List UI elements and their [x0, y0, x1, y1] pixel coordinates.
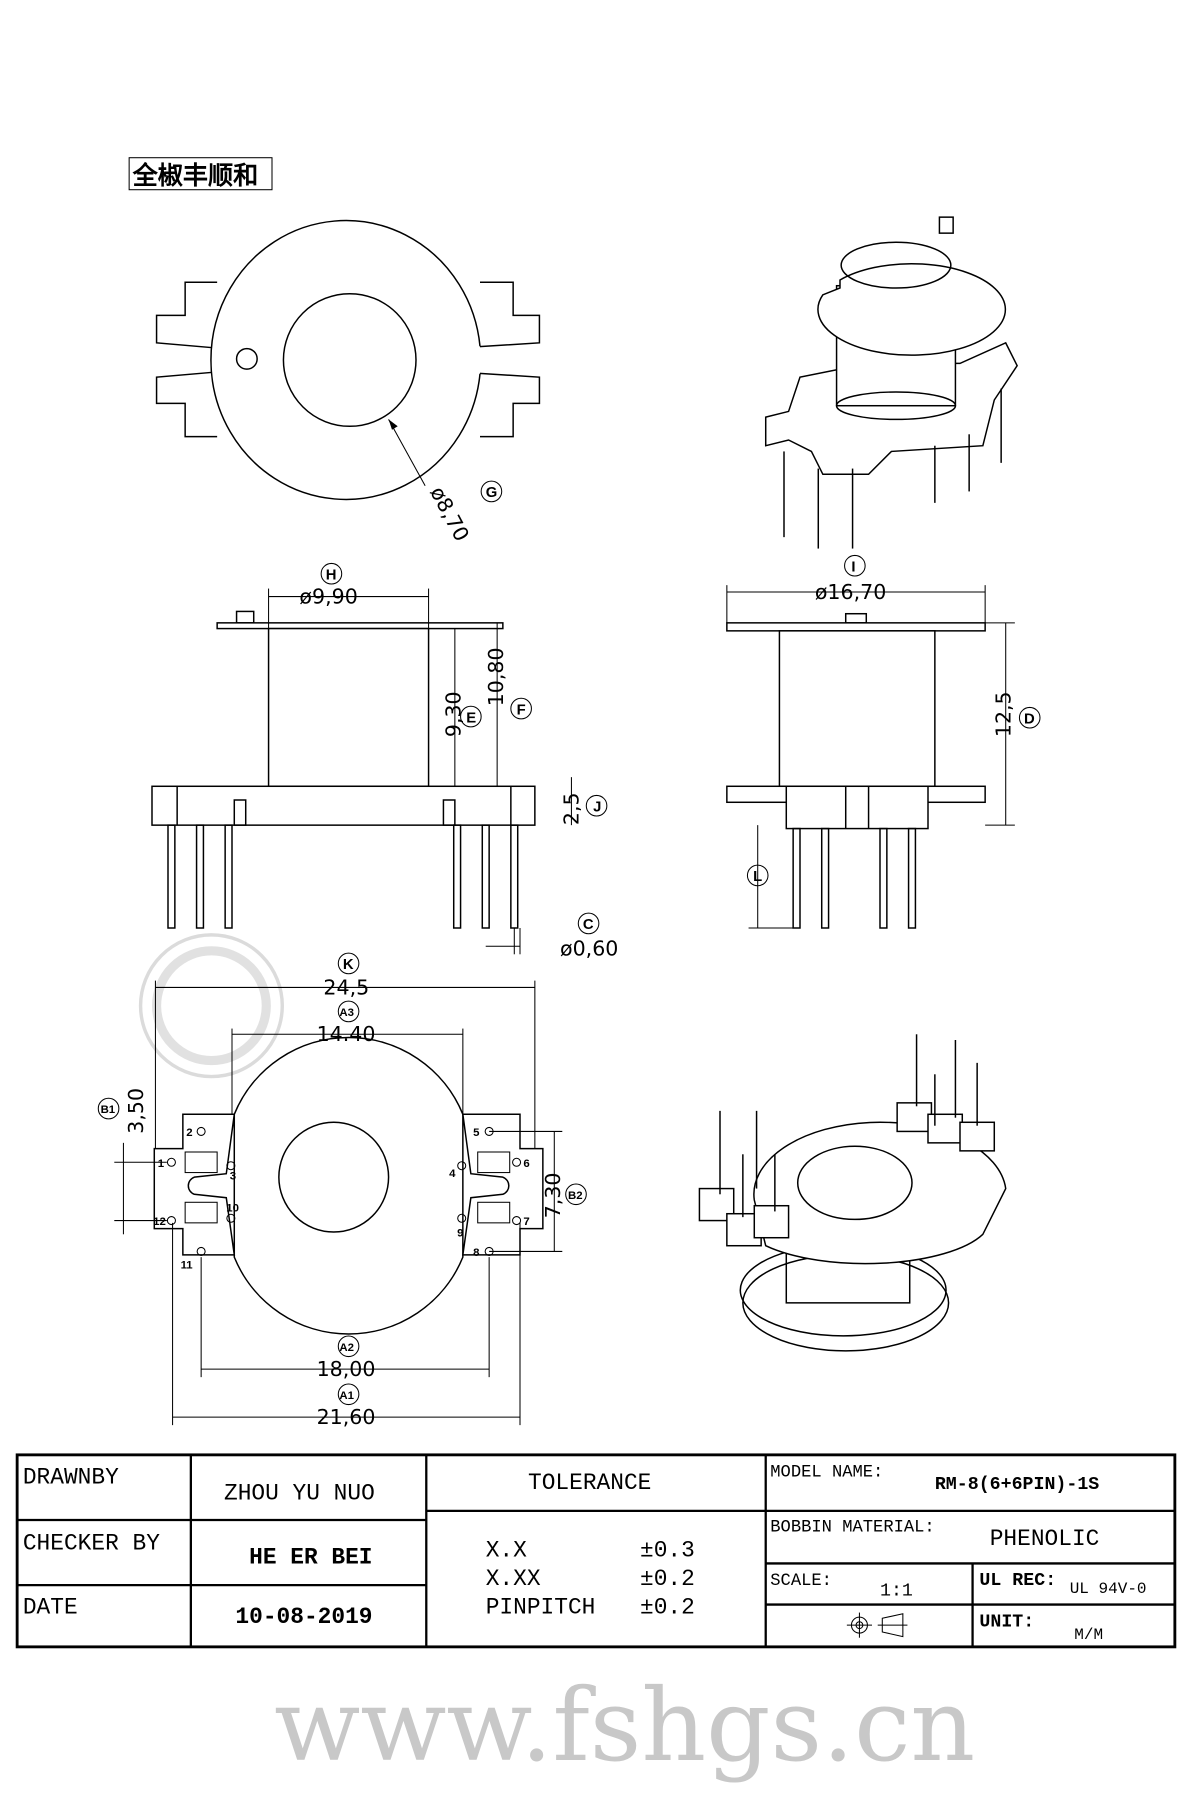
top-view: ø8,70 G: [155, 219, 541, 546]
pins-p8-label: 8: [473, 1247, 479, 1259]
drawn-by: ZHOU YU NUO: [224, 1480, 375, 1506]
model-name: RM-8(6+6PIN)-1S: [935, 1475, 1099, 1495]
bottom-view: 2 1 3 10 12 11 5 6 4 9 7 8 K 24,5 A3 14.…: [97, 952, 587, 1429]
pins-p6-label: 6: [523, 1158, 529, 1170]
dimensions-J-tag-label: J: [593, 799, 601, 815]
dimensions-I-value-label: ø16,70: [815, 580, 886, 604]
dimensions-A1-value-label: 21,60: [317, 1405, 376, 1429]
pins-p1-label: 1: [158, 1158, 165, 1170]
projection-symbol-icon: [846, 1612, 908, 1638]
title_block-scale_label-label: SCALE:: [770, 1572, 832, 1591]
iso-view-top: [764, 216, 1019, 549]
material: PHENOLIC: [990, 1526, 1100, 1552]
side-view-right: I ø16,70 12,5 D L: [726, 554, 1041, 929]
title-block: DRAWNBY ZHOU YU NUO CHECKER BY HE ER BEI…: [15, 1453, 1177, 1649]
title_block-ul-label: UL 94V-0: [1070, 1580, 1147, 1598]
date-label: DATE: [23, 1595, 78, 1621]
dimensions-A2-tag-label: A2: [339, 1342, 354, 1354]
title_block-tolerances-0-k-label: X.X: [486, 1538, 527, 1564]
tolerance-label: TOLERANCE: [528, 1470, 651, 1496]
pins-p9-label: 9: [457, 1228, 463, 1240]
title_block-tolerances-1-k-label: X.XX: [486, 1566, 541, 1592]
title_block-unit_label-label: UNIT:: [979, 1612, 1034, 1632]
title_block-tolerances-0-v-label: ±0.3: [640, 1538, 695, 1564]
dimensions-G-value-label: ø8,70: [425, 483, 474, 546]
pins-p2-label: 2: [186, 1127, 192, 1139]
pins-p12-label: 12: [153, 1216, 166, 1228]
pins-p11-label: 11: [181, 1260, 194, 1272]
dimensions-F-value-label: 10,80: [484, 647, 508, 706]
dimensions-I-tag-label: I: [851, 559, 855, 575]
pins-p5-label: 5: [473, 1127, 480, 1139]
iso-view-bottom: [698, 1034, 1007, 1352]
dimensions-B1-tag-label: B1: [101, 1104, 116, 1116]
checker: HE ER BEI: [249, 1544, 372, 1570]
dimensions-D-tag-label: D: [1024, 711, 1035, 727]
pins-p10-label: 10: [226, 1202, 239, 1214]
dimensions-A3-value-label: 14.40: [317, 1022, 376, 1046]
date: 10-08-2019: [235, 1604, 372, 1630]
title_block-scale-label: 1:1: [880, 1581, 913, 1601]
dimensions-D-value-label: 12,5: [991, 691, 1015, 737]
dimensions-H-value-label: ø9,90: [299, 584, 357, 608]
watermark-text: www.fshgs.cn: [274, 1667, 975, 1784]
drawn-by-label: DRAWNBY: [23, 1464, 119, 1490]
dimensions-A2-value-label: 18,00: [317, 1357, 376, 1381]
dimensions-C-tag-label: C: [583, 917, 594, 933]
dimensions-B2-tag-label: B2: [568, 1190, 583, 1202]
pins-p7-label: 7: [523, 1216, 529, 1228]
dimensions-J-value-label: 2,5: [559, 792, 583, 825]
title_block-unit-label: M/M: [1074, 1626, 1103, 1644]
pins-p4-label: 4: [449, 1168, 456, 1180]
checker-label: CHECKER BY: [23, 1531, 160, 1557]
dimensions-E-value-label: 9,30: [442, 691, 466, 737]
side-view-left: H ø9,90 9,30 E 10,80 F 2,5 J C ø0,60: [151, 562, 618, 960]
dimensions-A3-tag-label: A3: [339, 1007, 354, 1019]
pins-p3-label: 3: [230, 1170, 236, 1182]
dimensions-K-value-label: 24,5: [323, 975, 369, 999]
watermark-logo: [138, 933, 284, 1079]
dimensions-C-value-label: ø0,60: [560, 936, 618, 960]
dimensions-L-tag-label: L: [753, 869, 762, 885]
dimensions-F-tag-label: F: [517, 702, 526, 718]
title_block-ul_label-label: UL REC:: [979, 1571, 1056, 1591]
dimensions-B2-value-label: 7,30: [541, 1172, 565, 1218]
title_block-tolerances-1-v-label: ±0.2: [640, 1566, 695, 1592]
company-name: 全椒丰顺和: [132, 161, 259, 190]
title_block-tolerances-2-k-label: PINPITCH: [486, 1595, 596, 1621]
dimensions-A1-tag-label: A1: [339, 1390, 354, 1402]
title_block-tolerances-2-v-label: ±0.2: [640, 1595, 695, 1621]
title_block-material_label-label: BOBBIN MATERIAL:: [770, 1518, 934, 1537]
dimensions-E-tag-label: E: [466, 710, 476, 726]
dimensions-B1-value-label: 3,50: [124, 1088, 148, 1134]
dimensions-G-tag-label: G: [486, 485, 498, 501]
title_block-model_label-label: MODEL NAME:: [770, 1464, 883, 1483]
dimensions-H-tag-label: H: [326, 567, 337, 583]
dimensions-K-tag-label: K: [343, 957, 354, 973]
